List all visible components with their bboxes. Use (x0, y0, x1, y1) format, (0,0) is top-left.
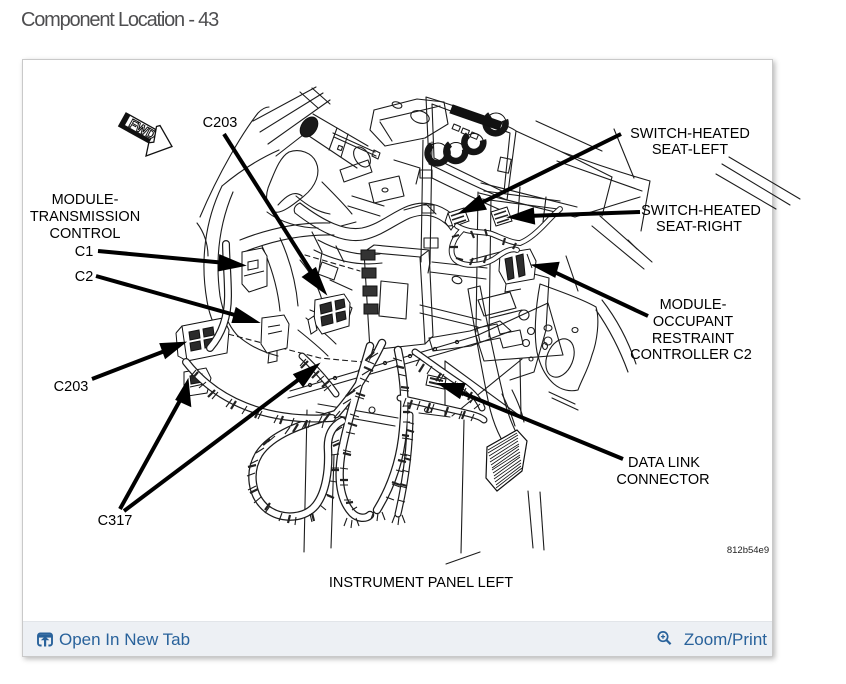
svg-text:C203: C203 (203, 115, 238, 131)
svg-text:C2: C2 (75, 269, 94, 285)
svg-text:812b54e9: 812b54e9 (727, 545, 769, 556)
svg-text:DATA LINK: DATA LINK (628, 455, 700, 471)
svg-text:SWITCH-HEATED: SWITCH-HEATED (641, 203, 761, 219)
svg-text:MODULE-: MODULE- (660, 297, 727, 313)
svg-text:CONNECTOR: CONNECTOR (616, 472, 709, 488)
svg-text:SWITCH-HEATED: SWITCH-HEATED (630, 126, 750, 142)
svg-text:OCCUPANT: OCCUPANT (653, 314, 733, 330)
svg-text:C317: C317 (98, 513, 133, 529)
svg-text:CONTROL: CONTROL (50, 226, 121, 242)
svg-text:C203: C203 (54, 379, 89, 395)
svg-text:INSTRUMENT PANEL LEFT: INSTRUMENT PANEL LEFT (329, 575, 513, 591)
svg-text:C1: C1 (75, 244, 94, 260)
svg-text:SEAT-LEFT: SEAT-LEFT (652, 142, 728, 158)
svg-text:RESTRAINT: RESTRAINT (652, 331, 734, 347)
svg-text:MODULE-: MODULE- (52, 192, 119, 208)
svg-text:SEAT-RIGHT: SEAT-RIGHT (656, 219, 742, 235)
svg-text:TRANSMISSION: TRANSMISSION (30, 209, 140, 225)
svg-text:CONTROLLER C2: CONTROLLER C2 (630, 347, 752, 363)
